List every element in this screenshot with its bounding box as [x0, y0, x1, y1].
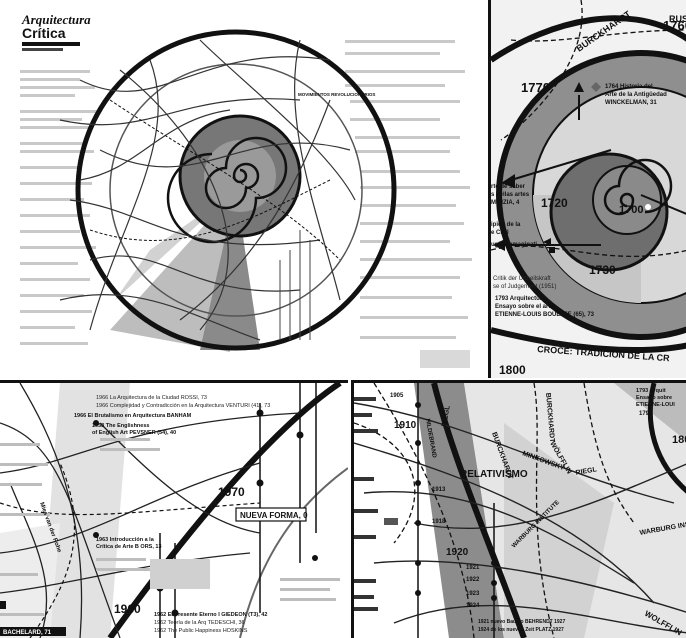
kritik-l2: se of Judgement (1951): [493, 284, 556, 290]
label-movimientos: MOVIMIENTOS REVOLUCIONARIOS: [298, 92, 375, 97]
book-1962b: 1962 Teoría de la Arq TEDESCHI, 36: [154, 620, 245, 626]
logo-line2: Crítica: [22, 26, 80, 40]
book-1793-l3: ETIENNE-LOUIS BOULLEE (65), 73: [495, 312, 595, 318]
spiral-detail-panel: 1770 1760 1720 1700 1730 1800 BURCKHARDT…: [488, 0, 686, 378]
relativismo-label: RELATIVISMO: [460, 469, 528, 480]
logo-bar-2: [22, 48, 63, 51]
book-1793-l1: 1793 Arquit: [636, 388, 666, 394]
year-1923: 1923: [466, 591, 480, 597]
ipios-l1: ipios de la: [491, 222, 521, 228]
kritik-l1: Critik der Urtheilskraft: [493, 276, 551, 282]
ughi: ughi Immaginati: [491, 242, 537, 248]
text-columns-right: [345, 40, 472, 368]
bellas-l2: s bellas artes: [491, 192, 530, 198]
year-1960: 1960: [114, 602, 141, 616]
year-1970: 1970: [218, 485, 245, 499]
year-1920: 1920: [446, 547, 469, 558]
book-1962c: 1962 The Public Happiness HOSKINS: [154, 628, 248, 634]
book-1927b: 1924 de los nuevos Zeit PLATZ 1927: [478, 627, 564, 633]
modern-detail-panel: 1970 1960 NUEVA FORMA, 0 1966 La Arquite…: [0, 380, 348, 638]
logo-bar: [22, 42, 80, 46]
year-1905: 1905: [390, 393, 404, 399]
book-1764-l2: Arte de la Antigüedad: [605, 92, 667, 98]
book-1966c: 1966 El Brutalismo en Arquitectura BANHA…: [74, 413, 192, 419]
year-1913: 1913: [432, 487, 446, 493]
relativismo-detail-panel: RELATIVISMO RIEGL RIEGL BURCKHARDT BURCK…: [351, 380, 686, 638]
relativismo-detail-graphic: RELATIVISMO RIEGL RIEGL BURCKHARDT BURCK…: [354, 383, 686, 638]
year-1918: 1918: [432, 519, 446, 525]
book-1966a: 1966 La Arquitectura de la Ciudad ROSSI,…: [96, 395, 207, 401]
year-1795: 1795: [639, 411, 653, 417]
year-1922: 1922: [466, 577, 480, 583]
ipios-l2: e Civil: [491, 230, 509, 236]
year-1720: 1720: [541, 196, 568, 210]
book-1966b: 1966 Complejidad y Contradicción en la A…: [96, 403, 270, 409]
spiral-detail-graphic: 1770 1760 1720 1700 1730 1800 BURCKHARDT…: [491, 0, 686, 378]
book-1793-l3: ETIENNE-LOUI: [636, 402, 675, 408]
label-rus: RUS: [669, 14, 686, 24]
book-1793-l1: 1793 Arquitectura.: [495, 296, 547, 302]
year-1800: 1800: [499, 363, 526, 377]
book-1958-l2: of English Art PEVSNER (54), 40: [92, 430, 176, 436]
year-180: 180: [672, 434, 686, 446]
bachelard-label: BACHELARD, 71: [3, 630, 52, 636]
year-1730: 1730: [589, 263, 616, 277]
book-1963-l1: 1963 Introducción a la: [96, 537, 155, 543]
year-1924: 1924: [466, 603, 480, 609]
year-1921: 1921: [466, 565, 480, 571]
bellas-l1: rte de saber: [491, 184, 526, 190]
poster-overview-panel: MOVIMIENTOS REVOLUCIONARIOS Arquitectura…: [0, 0, 485, 378]
timeline-ticks: [280, 230, 310, 340]
book-1962a: 1962 El Presente Eterno I GIEDEON (T3), …: [154, 612, 267, 618]
year-1910: 1910: [394, 420, 417, 431]
book-1793-l2: Ensayo sobre el arte: [495, 304, 554, 310]
modern-detail-graphic: 1970 1960 NUEVA FORMA, 0 1966 La Arquite…: [0, 383, 348, 638]
book-1764-l3: WINCKELMAN, 31: [605, 100, 657, 106]
book-1927a: 1921 nuevo Bautilo BEHRENDT 1927: [478, 619, 565, 625]
book-1764-l1: 1764 Historia del: [605, 84, 653, 90]
book-1958-l1: 1958 The Englishness: [92, 423, 149, 429]
book-1793-l2: Ensayo sobre: [636, 395, 672, 401]
text-columns-left: [20, 70, 100, 345]
year-1700: 1700: [619, 204, 643, 216]
nueva-forma-label: NUEVA FORMA, 0: [240, 511, 308, 520]
logo: Arquitectura Crítica: [22, 14, 80, 60]
year-1770: 1770: [521, 80, 550, 95]
bellas-l3: MILIZIA, 4: [491, 200, 520, 206]
book-1963-l2: Crítica de Arte B ORS, 13: [96, 544, 162, 550]
